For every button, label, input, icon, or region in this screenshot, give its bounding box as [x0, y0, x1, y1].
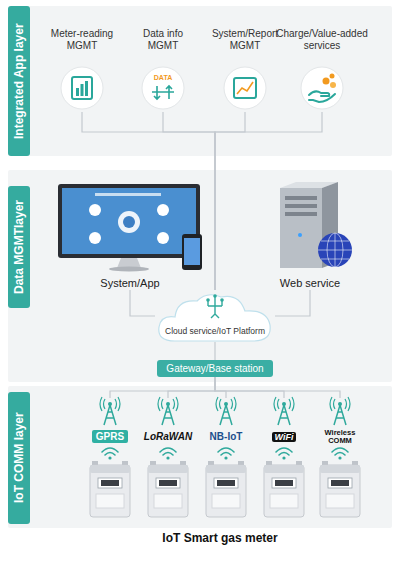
node-label: Web service: [280, 277, 340, 290]
app-module: Charge/Value-added services: [274, 28, 370, 112]
node-label: NB-IoT: [210, 431, 243, 443]
layer-band: GPRS LoRaWAN NB-IoT WiFi Wireless COMM IoT CO…: [8, 386, 392, 528]
node-label: System/App: [100, 277, 159, 290]
layer-heading: IoT COMM layer: [8, 392, 30, 524]
app-module: Meter-reading MGMT: [46, 28, 118, 112]
gateway-box: Gateway/Base station: [157, 360, 273, 377]
layer-heading: Data MGMTlayer: [8, 186, 30, 308]
device-node: Web service: [255, 182, 365, 290]
icon-label: DATA: [148, 74, 178, 81]
protocol-node: WiFi: [256, 398, 312, 446]
node-label: Data info MGMT: [131, 28, 195, 51]
layer-band: System/App Web serviceCloud service/IoT P…: [8, 170, 392, 382]
node-label: WiFi: [272, 432, 297, 442]
node-label: Cloud service/IoT Platform: [165, 327, 265, 337]
protocol-node: GPRS: [82, 398, 138, 446]
protocol-node: Wireless COMM: [312, 398, 368, 446]
node-label: Charge/Value-added services: [274, 28, 370, 51]
app-module: System/Report MGMT: [207, 28, 283, 112]
node-label: Meter-reading MGMT: [46, 28, 118, 51]
cloud-node: Cloud service/IoT Platform: [155, 290, 275, 342]
node-label: Gateway/Base station: [166, 363, 263, 375]
cloud-outline: [159, 295, 270, 341]
node-label: GPRS: [92, 430, 128, 444]
protocol-node: NB-IoT: [198, 398, 254, 446]
node-label: LoRaWAN: [144, 431, 192, 443]
caption: IoT Smart gas meter: [110, 531, 330, 545]
app-module: Data info MGMT: [131, 28, 195, 112]
layer-band: Meter-reading MGMT Data info MGMT System/R…: [8, 6, 392, 156]
protocol-node: LoRaWAN: [140, 398, 196, 446]
node-label: Wireless COMM: [320, 429, 360, 446]
device-node: System/App: [50, 182, 210, 290]
layer-heading: Integrated App layer: [8, 6, 30, 156]
node-label: System/Report MGMT: [207, 28, 283, 51]
